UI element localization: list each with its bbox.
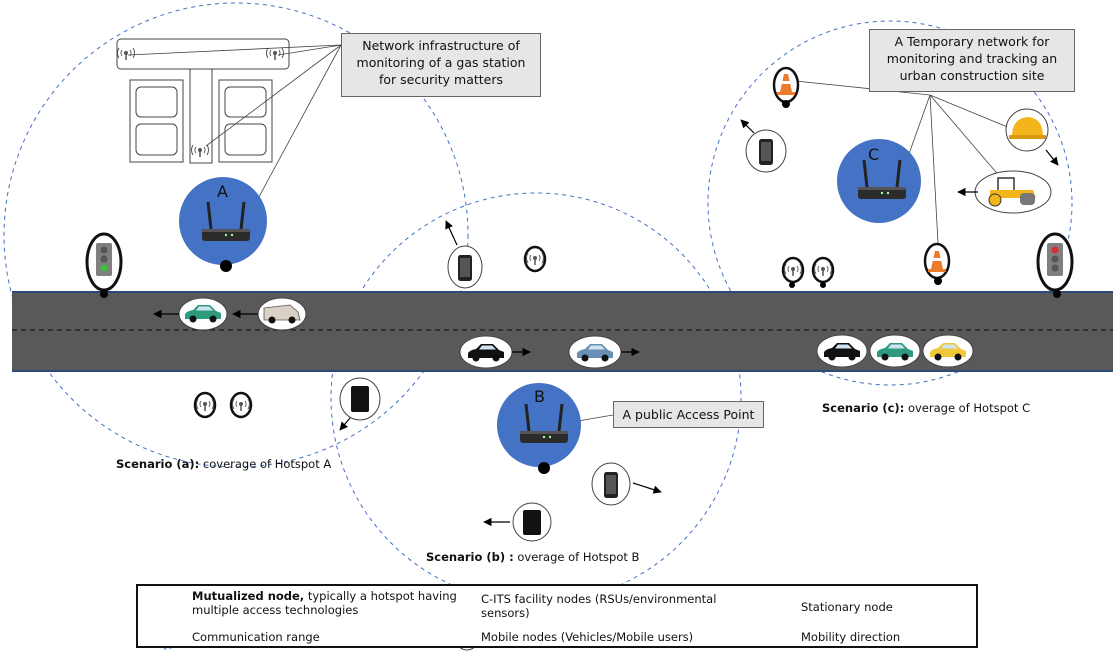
cits-sensor-icon	[523, 245, 547, 273]
hotspot-a-node: A	[179, 177, 267, 272]
traffic-cone-icon	[923, 242, 951, 285]
vehicle-car-black	[459, 335, 513, 369]
legend-range-label: Communication range	[192, 630, 320, 644]
legend-mobile-label: Mobile nodes (Vehicles/Mobile users)	[481, 630, 694, 644]
legend-cits-label: C-ITS facility nodes (RSUs/environmental…	[481, 592, 717, 620]
gas-station-callout: Network infrastructure of monitoring of …	[341, 33, 541, 97]
road-roller-icon	[974, 170, 1052, 214]
hotspot-b-label: B	[534, 387, 545, 406]
hard-hat-icon	[1005, 108, 1049, 152]
scenario-c-text: overage of Hotspot C	[904, 401, 1031, 415]
legend-mutualized-label: Mutualized node, typically a hotspot hav…	[192, 589, 462, 617]
vehicle-car-black	[816, 334, 868, 368]
hotspot-c-label: C	[868, 145, 879, 164]
mobile-phone-icon	[447, 245, 483, 289]
tablet-icon	[512, 502, 552, 542]
scenario-a-caption: Scenario (a): coverage of Hotspot A	[116, 457, 331, 471]
hotspot-a-range	[3, 2, 469, 468]
legend-stationary-label: Stationary node	[801, 600, 893, 614]
vehicle-car-green	[178, 297, 228, 331]
tablet-icon	[339, 377, 381, 421]
public-ap-callout: A public Access Point	[613, 401, 764, 428]
construction-site-callout: A Temporary network for monitoring and t…	[869, 29, 1075, 92]
hotspot-c-range	[707, 20, 1073, 386]
vehicle-car-green	[869, 334, 921, 368]
legend-mutualized-text: typically a hotspot having multiple acce…	[192, 589, 457, 617]
stationary-node	[538, 462, 550, 474]
scenario-c-caption: Scenario (c): overage of Hotspot C	[822, 401, 1030, 415]
scenario-c-title: Scenario (c):	[822, 401, 905, 415]
gas-station-building	[116, 38, 290, 164]
scenario-a-text: coverage of Hotspot A	[199, 457, 332, 471]
mobile-phone-icon	[745, 129, 787, 173]
legend-mobility-label: Mobility direction	[801, 630, 901, 644]
hotspot-c-node: C	[837, 139, 921, 223]
vehicle-van	[257, 297, 307, 331]
traffic-light-right	[1036, 232, 1074, 298]
hotspot-a-label: A	[217, 182, 228, 201]
scenario-b-text: overage of Hotspot B	[513, 550, 640, 564]
legend-mutualized-bold: Mutualized node,	[192, 589, 305, 603]
cits-sensor-icon	[229, 391, 253, 419]
scenario-a-title: Scenario (a):	[116, 457, 200, 471]
mobile-phone-icon	[591, 462, 631, 506]
traffic-light-left	[85, 232, 123, 298]
cits-sensor-icon	[193, 391, 217, 419]
traffic-cone-icon	[772, 66, 800, 108]
cits-sensor-icon	[811, 256, 835, 288]
hotspot-b-node: B	[497, 383, 581, 474]
scenario-b-title: Scenario (b) :	[426, 550, 514, 564]
cits-sensor-icon	[781, 256, 805, 288]
legend: Mutualized node, typically a hotspot hav…	[136, 584, 978, 648]
vehicle-car-yellow	[922, 334, 974, 368]
vehicle-car-blue	[568, 335, 622, 369]
stationary-node	[220, 260, 232, 272]
scenario-b-caption: Scenario (b) : overage of Hotspot B	[426, 550, 639, 564]
